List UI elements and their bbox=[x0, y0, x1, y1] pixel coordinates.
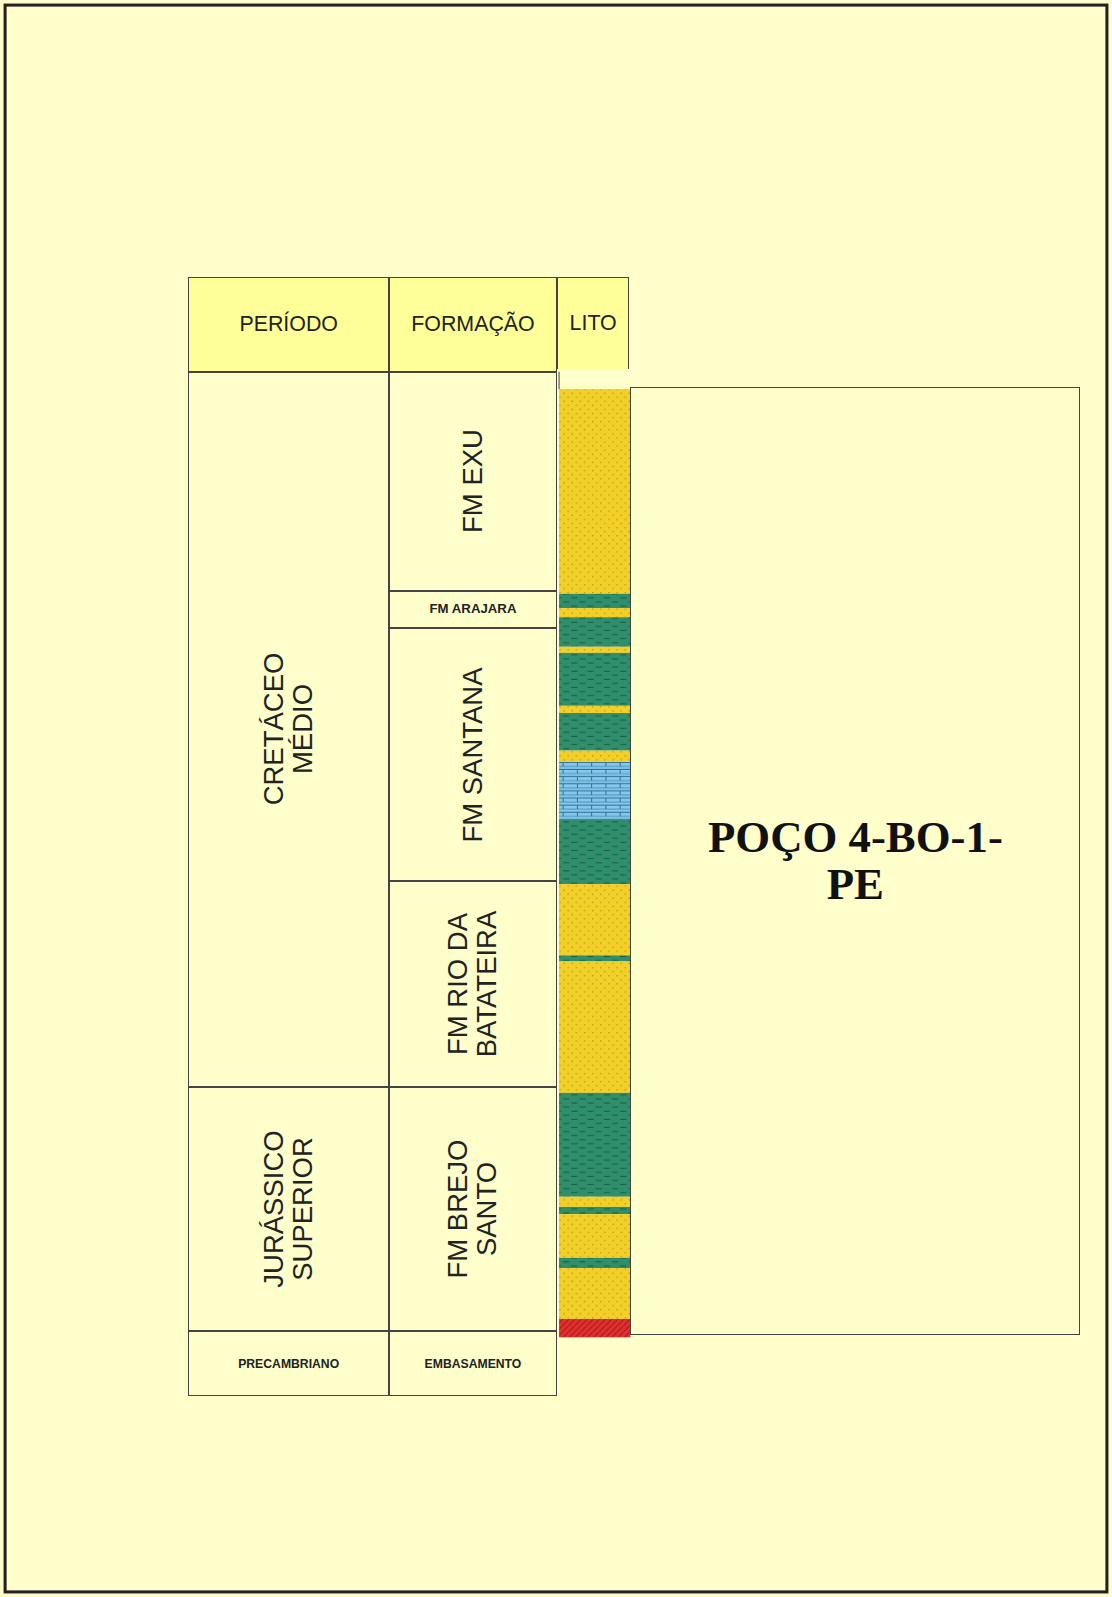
cell-label: FM RIO DA BATATEIRA bbox=[444, 892, 502, 1075]
rock-layer bbox=[559, 1197, 630, 1207]
formation-cell: EMBASAMENTO bbox=[389, 1331, 557, 1396]
rock-layer bbox=[559, 955, 630, 961]
rock-layer bbox=[559, 706, 630, 713]
rock-layer bbox=[559, 884, 630, 955]
rock-layer bbox=[559, 1207, 630, 1214]
rock-layer bbox=[559, 389, 630, 594]
formation-cell: FM RIO DA BATATEIRA bbox=[389, 881, 557, 1087]
rock-layer bbox=[559, 617, 630, 647]
formation-cell: FM BREJO SANTO bbox=[389, 1087, 557, 1331]
cell-label: CRETÁCEO MÉDIO bbox=[260, 632, 318, 825]
rock-layer bbox=[559, 594, 630, 608]
well-name: POÇO 4-BO-1-PE bbox=[708, 814, 1003, 908]
rock-layer bbox=[559, 820, 630, 884]
period-cell: JURÁSSICO SUPERIOR bbox=[188, 1087, 389, 1331]
rock-layer bbox=[559, 647, 630, 653]
cell-label: PRECAMBRIANO bbox=[238, 1357, 339, 1370]
cell-label: JURÁSSICO SUPERIOR bbox=[260, 1112, 318, 1305]
cell-label: LITO bbox=[570, 312, 617, 334]
rock-layer bbox=[559, 1093, 630, 1197]
cell-label: FORMAÇÃO bbox=[411, 313, 535, 335]
rock-layer bbox=[559, 653, 630, 706]
cell-label: EMBASAMENTO bbox=[425, 1357, 522, 1370]
column-edge bbox=[559, 372, 560, 389]
well-box: POÇO 4-BO-1-PE bbox=[630, 387, 1080, 1335]
period-cell: CRETÁCEO MÉDIO bbox=[188, 372, 389, 1087]
formation-cell: FM SANTANA bbox=[389, 628, 557, 881]
header-cell: LITO bbox=[557, 277, 629, 369]
header-cell: PERÍODO bbox=[188, 277, 389, 372]
formation-cell: FM ARAJARA bbox=[389, 591, 557, 629]
cell-label: FM SANTANA bbox=[459, 637, 488, 871]
rock-layer bbox=[559, 961, 630, 1092]
cell-label: FM ARAJARA bbox=[430, 602, 517, 616]
rock-layer bbox=[559, 608, 630, 617]
formation-cell: FM EXU bbox=[389, 372, 557, 591]
cell-label: FM EXU bbox=[459, 379, 488, 583]
rock-layer bbox=[559, 762, 630, 820]
cell-label: PERÍODO bbox=[239, 313, 338, 335]
rock-layer bbox=[559, 751, 630, 762]
rock-layer bbox=[559, 1319, 630, 1337]
rock-layer bbox=[559, 1268, 630, 1319]
rock-layer bbox=[559, 1214, 630, 1258]
rock-layer bbox=[559, 713, 630, 751]
rock-layer bbox=[559, 1258, 630, 1268]
header-cell: FORMAÇÃO bbox=[389, 277, 557, 372]
cell-label: FM BREJO SANTO bbox=[444, 1117, 502, 1300]
period-cell: PRECAMBRIANO bbox=[188, 1331, 389, 1396]
